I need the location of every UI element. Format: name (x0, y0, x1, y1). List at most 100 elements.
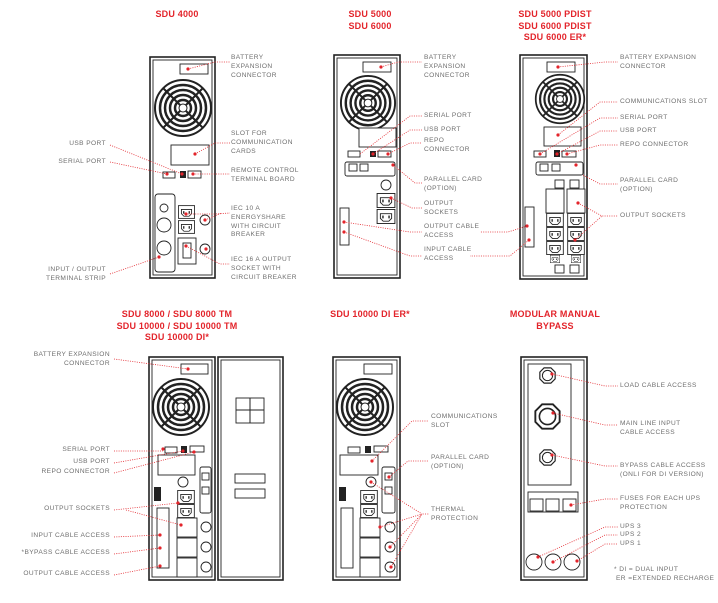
label-repo-connector: REPO CONNECTOR (620, 141, 689, 150)
label-load-cable-access: LOAD CABLE ACCESS (620, 382, 697, 391)
label-line: BATTERY EXPANSION (620, 54, 697, 61)
label-line: REPO (424, 137, 445, 144)
label-line: USB PORT (69, 140, 106, 147)
label-line: MAIN LINE INPUT (620, 420, 681, 427)
label-output-sockets: OUTPUT SOCKETS (620, 212, 686, 221)
title-line: SDU 10000 / SDU 10000 TM (116, 320, 238, 331)
label-output-cable-access: OUTPUT CABLE ACCESS (23, 570, 110, 579)
label-communications-slot: COMMUNICATIONS SLOT (620, 98, 708, 107)
title-line: SDU 5000 (348, 9, 392, 19)
fan-icon (335, 377, 395, 437)
title-line: BYPASS (536, 320, 574, 331)
panel-sdu-10000-di-er (332, 356, 429, 581)
label-serial-port: SERIAL PORT (620, 114, 668, 123)
title-line: SDU 4000 (155, 9, 199, 19)
label-line: ACCESS (424, 254, 454, 262)
label-line: CONNECTOR (231, 71, 277, 79)
label-bypass-cable-access: BYPASS CABLE ACCESS(ONLI FOR DI VERSION) (620, 462, 706, 480)
panel-sdu-8000-10000 (113, 356, 284, 581)
label-line: USB PORT (620, 127, 657, 134)
panel-sdu-4000 (109, 56, 231, 279)
fan-icon (339, 74, 397, 132)
label-line: SERIAL PORT (62, 446, 110, 453)
label-line: ER =EXTENDED RECHARGE (616, 574, 715, 582)
label-serial-port: SERIAL PORT (424, 112, 472, 121)
label-serial-port: SERIAL PORT (62, 446, 110, 455)
panel-modular-manual-bypass (520, 356, 618, 581)
label-line: SLOT FOR (231, 130, 268, 137)
label-line: FUSES FOR EACH UPS (620, 495, 701, 502)
label-usb-port: USB PORT (424, 126, 461, 135)
title-line: SDU 6000 ER* (523, 32, 587, 42)
title-line: SDU 5000 PDIST (518, 9, 592, 19)
label-line: BREAKER (231, 231, 266, 239)
label-line: (ONLI FOR DI VERSION) (620, 470, 704, 478)
label-line: WITH CIRCUIT (231, 222, 282, 230)
label-line: SLOT (431, 421, 450, 429)
label-line: SERIAL PORT (620, 114, 668, 121)
title-line: SDU 10000 DI ER* (330, 309, 410, 319)
label-line: OUTPUT SOCKETS (44, 505, 110, 512)
label-line: CONNECTOR (620, 62, 666, 70)
label-line: BATTERY (424, 54, 457, 61)
label-line: INPUT CABLE ACCESS (31, 532, 110, 539)
label-ups-1: UPS 1 (620, 540, 641, 549)
label-line: UPS 2 (620, 531, 642, 538)
label-line: BATTERY EXPANSION (33, 351, 110, 358)
title-line: MODULAR MANUAL (509, 309, 601, 319)
label-usb-port: USB PORT (620, 127, 657, 136)
title-line: SDU 8000 / SDU 8000 TM (121, 309, 233, 319)
label-line: SERIAL PORT (424, 112, 472, 119)
label-line: CABLE ACCESS (620, 428, 676, 436)
label-serial-port: SERIAL PORT (58, 158, 106, 167)
label-input-cable-access: INPUT CABLE ACCESS (31, 532, 110, 541)
label-line: SERIAL PORT (58, 158, 106, 165)
label-line: IEC 10 A (231, 205, 261, 212)
label-line: PROTECTION (431, 514, 479, 522)
label-line: ENERGYSHARE (231, 213, 286, 221)
label-line: THERMAL (431, 506, 466, 513)
label-parallel-card: PARALLEL CARD(OPTION) (424, 176, 482, 194)
label-line: EXPANSION (231, 62, 273, 70)
model-title-sdu-4000: SDU 4000 (77, 9, 277, 21)
panel-sdu-5000-6000 (333, 54, 422, 279)
label-line: CIRCUIT BREAKER (231, 273, 297, 281)
model-title-sdu-10000-di-er: SDU 10000 DI ER* (270, 309, 470, 321)
label-line: OUTPUT CABLE (424, 223, 480, 230)
label-line: LOAD CABLE ACCESS (620, 382, 697, 389)
label-ups-2: UPS 2 (620, 531, 641, 540)
label-repo-connector: REPO CONNECTOR (42, 468, 111, 477)
label-line: OUTPUT CABLE ACCESS (23, 570, 110, 577)
label-line: EXPANSION (424, 62, 466, 70)
label-line: UPS 1 (620, 540, 642, 547)
title-line: SDU 10000 DI* (144, 332, 210, 342)
title-line: SDU 6000 (348, 20, 392, 31)
label-line: PARALLEL CARD (620, 177, 679, 184)
label-line: * DI = DUAL INPUT (614, 566, 679, 573)
label-line: SOCKETS (424, 208, 459, 216)
label-line: *BYPASS CABLE ACCESS (21, 549, 110, 556)
label-line: TERMINAL STRIP (46, 274, 106, 282)
label-line: INPUT CABLE (424, 246, 472, 253)
label-line: PROTECTION (620, 503, 668, 511)
label-line: IEC 16 A OUTPUT (231, 256, 292, 263)
